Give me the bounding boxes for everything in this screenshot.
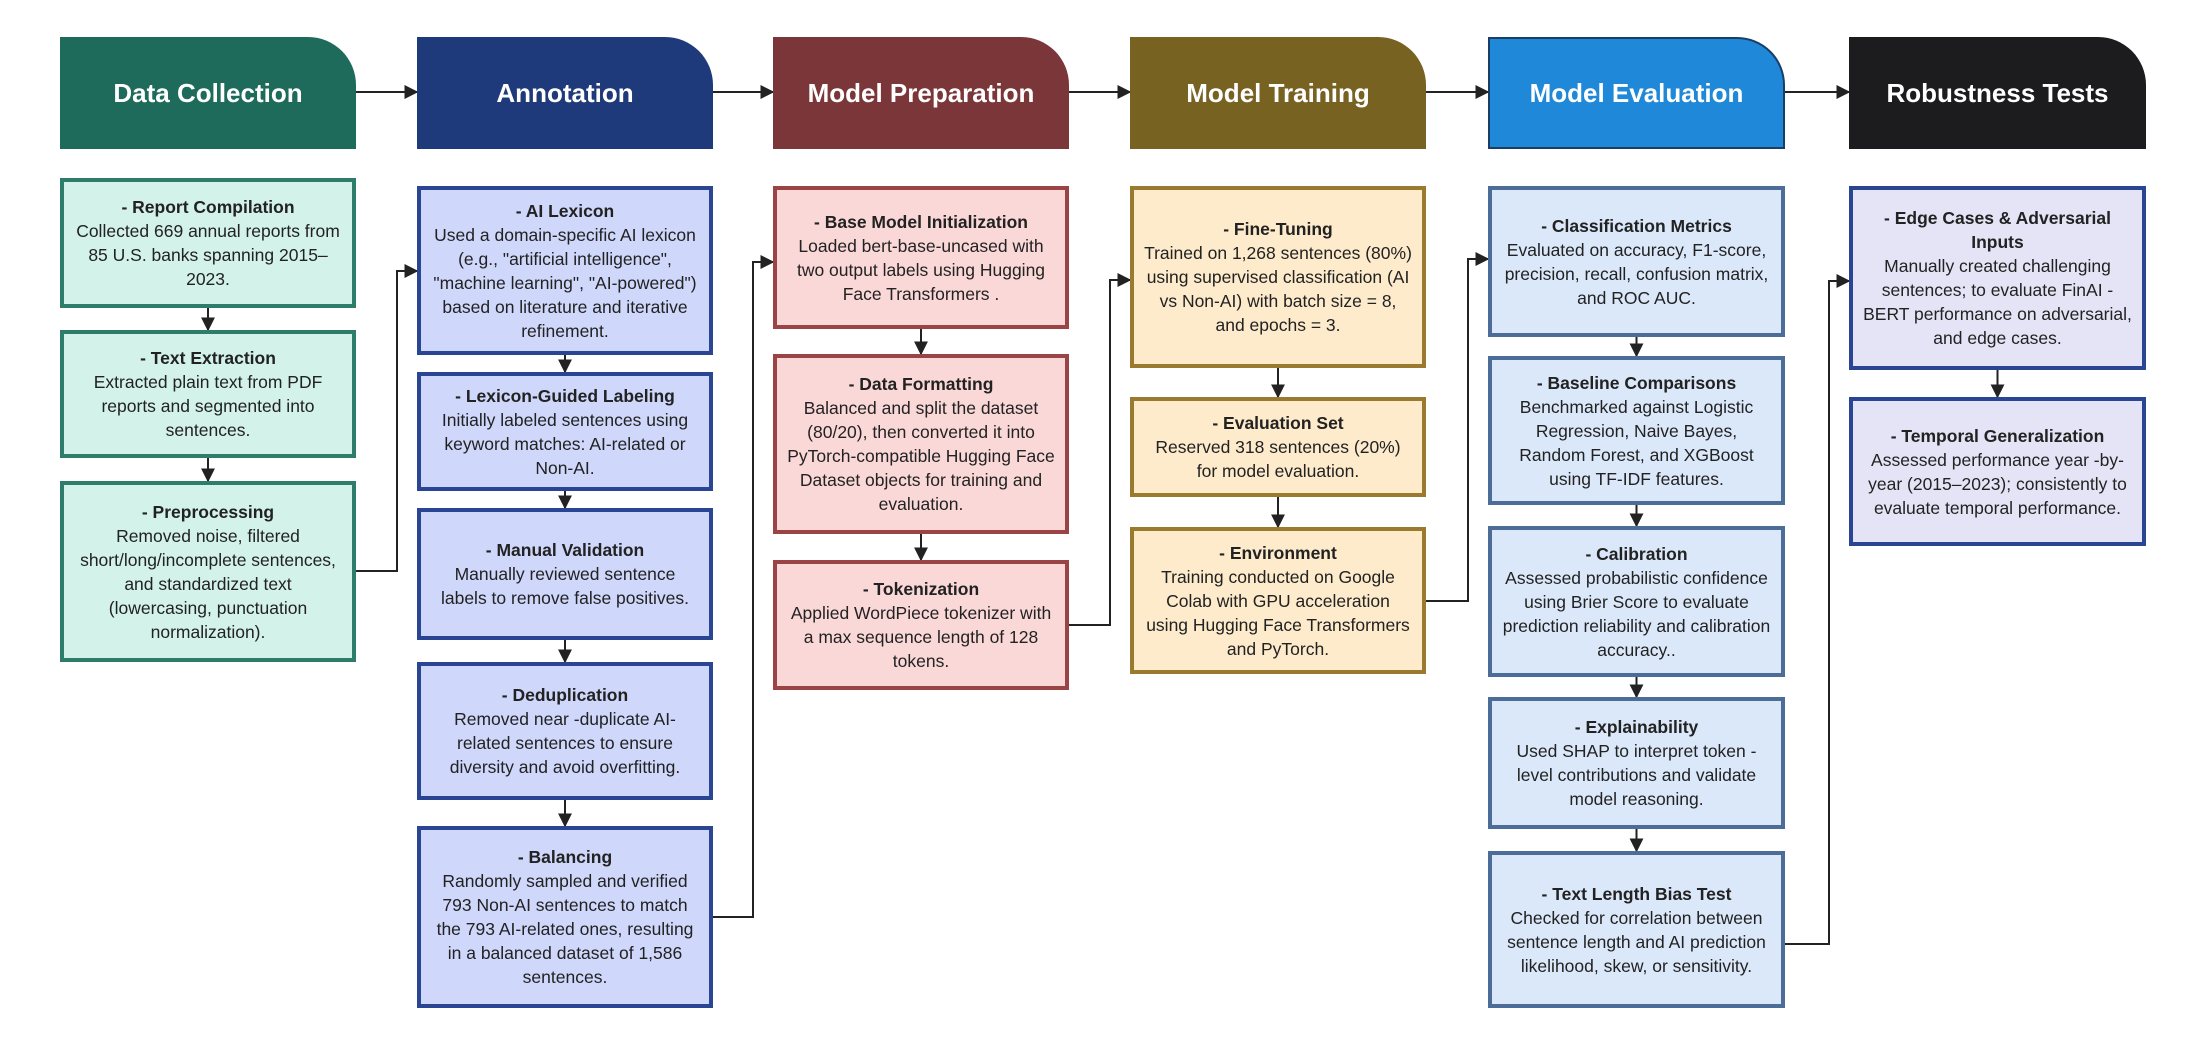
- arrow-cross-model-training-to-model-evaluation: [1426, 252, 1490, 602]
- header-data-collection: Data Collection: [60, 37, 356, 149]
- step-title: - Tokenization: [862, 579, 980, 599]
- step-description: Trained on 1,268 sentences (80%) using s…: [1144, 243, 1412, 335]
- step-title: - Fine-Tuning: [1223, 219, 1333, 239]
- step-title: - Edge Cases & Adversarial Inputs: [1884, 208, 2111, 252]
- arrow-cross-model-preparation-to-model-training: [1069, 273, 1132, 626]
- step-title: - Balancing: [517, 847, 613, 867]
- step-description: Loaded bert-base-uncased with two output…: [796, 235, 1046, 304]
- step-description: Randomly sampled and verified 793 Non-AI…: [436, 871, 694, 987]
- step-description: Removed noise, filtered short/long/incom…: [80, 525, 336, 642]
- header-annotation: Annotation: [417, 37, 713, 149]
- step-title: - AI Lexicon: [515, 200, 615, 221]
- step-description: Used SHAP to interpret token -level cont…: [1516, 741, 1757, 809]
- step-description: Evaluated on accuracy, F1-score, precisi…: [1504, 239, 1769, 308]
- step-title: - Text Length Bias Test: [1541, 883, 1732, 904]
- step-title: - Deduplication: [501, 685, 629, 705]
- step-description: Reserved 318 sentences (20%) for model e…: [1155, 437, 1401, 481]
- step-description: Removed near -duplicate AI-related sente…: [449, 709, 681, 777]
- arrow-cross-annotation-to-model-preparation: [713, 255, 775, 918]
- step-description: Assessed performance year -by-year (2015…: [1868, 449, 2127, 518]
- step-description: Manually reviewed sentence labels to rem…: [440, 564, 690, 608]
- step-description: Extracted plain text from PDF reports an…: [93, 372, 323, 440]
- step-title: - Explainability: [1574, 717, 1699, 737]
- header-model-training: Model Training: [1130, 37, 1426, 149]
- step-title: - Base Model Initialization: [814, 211, 1028, 232]
- step-title: - Preprocessing: [141, 501, 275, 522]
- step-description: Assessed probabilistic confidence using …: [1502, 567, 1771, 660]
- step-description: Benchmarked against Logistic Regression,…: [1519, 396, 1754, 489]
- step-title: - Evaluation Set: [1212, 413, 1344, 433]
- step-description: Training conducted on Google Colab with …: [1146, 566, 1410, 659]
- step-title: - Baseline Comparisons: [1536, 372, 1737, 393]
- step-title: - Data Formatting: [848, 374, 994, 394]
- step-title: - Environment: [1219, 542, 1337, 563]
- arrow-cross-data-collection-to-annotation: [356, 264, 419, 572]
- step-description: Balanced and split the dataset (80/20), …: [787, 398, 1055, 514]
- step-title: - Calibration: [1585, 543, 1688, 564]
- step-description: Applied WordPiece tokenizer with a max s…: [790, 603, 1052, 671]
- step-title: - Manual Validation: [485, 540, 645, 560]
- step-title: - Classification Metrics: [1541, 215, 1732, 236]
- step-description: Manually created challenging sentences; …: [1863, 256, 2132, 348]
- header-model-evaluation: Model Evaluation: [1488, 37, 1785, 149]
- step-description: Used a domain-specific AI lexicon (e.g.,…: [433, 224, 697, 341]
- step-title: - Report Compilation: [121, 197, 295, 217]
- step-title: - Lexicon-Guided Labeling: [455, 385, 675, 406]
- step-title: - Text Extraction: [140, 348, 276, 368]
- header-model-preparation: Model Preparation: [773, 37, 1069, 149]
- step-title: - Temporal Generalization: [1890, 425, 2105, 446]
- arrow-cross-model-evaluation-to-robustness-tests: [1785, 274, 1851, 945]
- header-robustness-tests: Robustness Tests: [1849, 37, 2146, 149]
- step-description: Collected 669 annual reports from 85 U.S…: [76, 221, 340, 289]
- step-description: Checked for correlation between sentence…: [1507, 907, 1766, 976]
- step-description: Initially labeled sentences using keywor…: [441, 409, 689, 478]
